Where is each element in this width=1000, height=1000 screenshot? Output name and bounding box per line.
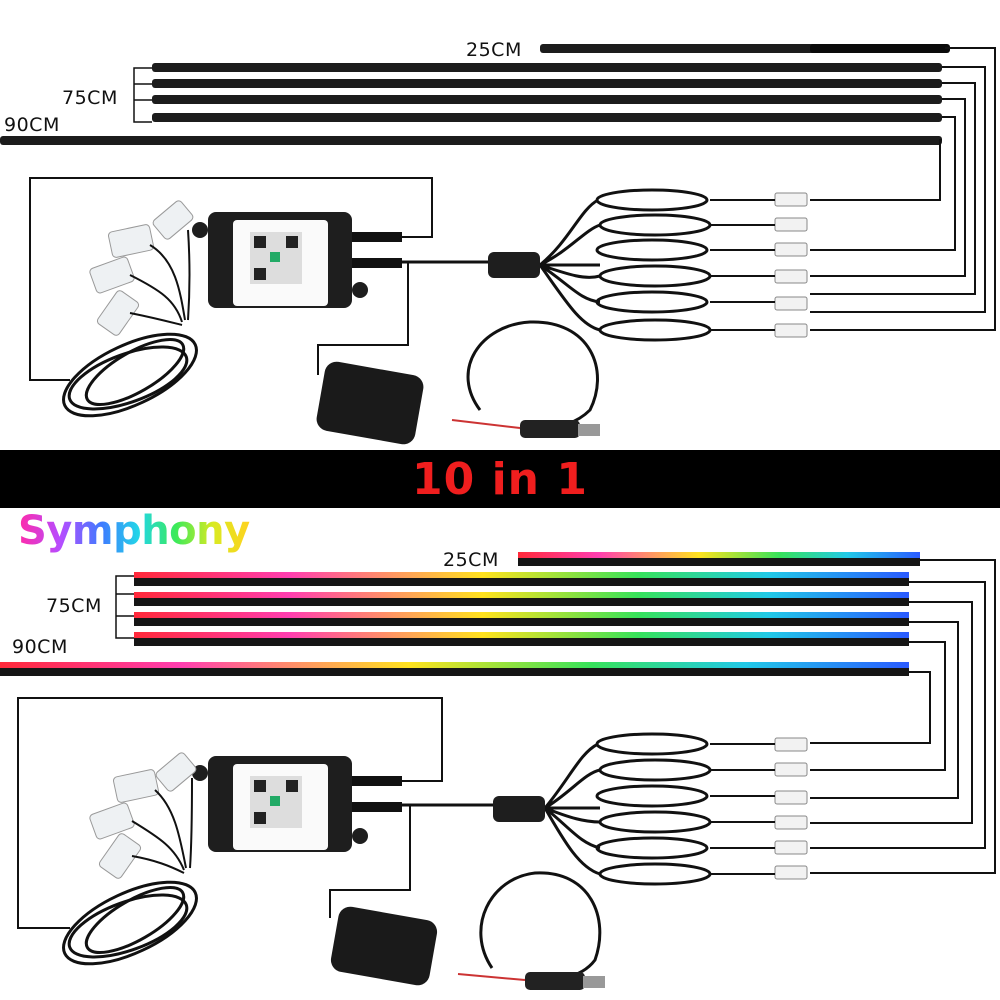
bottom-strip-75cm-4 xyxy=(134,632,909,638)
bottom-light-strips xyxy=(0,552,920,676)
top-strip-75cm-2 xyxy=(152,79,942,88)
title-banner: 10 in 1 xyxy=(0,450,1000,508)
top-strip-75cm-3 xyxy=(152,95,942,104)
top-kit-illustration xyxy=(0,44,996,445)
top-controller xyxy=(192,212,402,308)
symphony-title: Symphony xyxy=(18,508,250,554)
bottom-strip-25cm xyxy=(518,552,920,558)
top-strip-90cm xyxy=(0,136,942,145)
bottom-strip-90cm xyxy=(0,662,909,668)
bottom-label-75cm: 75CM xyxy=(46,595,102,617)
bottom-strip-75cm-2 xyxy=(134,592,909,598)
top-remote-switch xyxy=(316,361,424,445)
top-connectors xyxy=(774,192,808,338)
bottom-strip-75cm-3 xyxy=(134,612,909,618)
bottom-product-panel: 25CM 75CM 90CM xyxy=(0,508,1000,1000)
top-strip-75cm-1 xyxy=(152,63,942,72)
bottom-strip-75cm-1 xyxy=(134,572,909,578)
bottom-label-90cm: 90CM xyxy=(12,636,68,658)
top-cable-coils xyxy=(538,188,775,342)
top-splitter xyxy=(488,252,540,278)
bottom-wire-harness xyxy=(62,880,198,966)
top-label-90cm: 90CM xyxy=(4,114,60,136)
bottom-splitter xyxy=(493,796,545,822)
bottom-label-25cm: 25CM xyxy=(443,549,499,571)
top-power-cable xyxy=(451,320,600,438)
bottom-cable-coils xyxy=(543,732,775,886)
top-routing-wires xyxy=(810,47,996,331)
bottom-kit-illustration xyxy=(0,552,996,990)
bottom-power-cable xyxy=(457,871,605,990)
top-footwell-lights xyxy=(89,200,194,336)
top-label-25cm: 25CM xyxy=(466,39,522,61)
top-75cm-bracket xyxy=(133,67,152,123)
bottom-connectors xyxy=(774,737,808,880)
banner-title: 10 in 1 xyxy=(412,453,588,505)
top-wire-harness xyxy=(62,332,198,418)
bottom-remote-switch xyxy=(330,906,438,986)
bottom-controller xyxy=(192,756,402,852)
top-label-75cm: 75CM xyxy=(62,87,118,109)
top-strip-75cm-4 xyxy=(152,113,942,122)
top-product-panel: 25CM 75CM 90CM xyxy=(0,0,1000,450)
bottom-routing-wires xyxy=(810,559,996,874)
bottom-footwell-lights xyxy=(89,752,197,879)
bottom-75cm-bracket xyxy=(115,575,134,639)
top-light-strips xyxy=(0,44,950,145)
